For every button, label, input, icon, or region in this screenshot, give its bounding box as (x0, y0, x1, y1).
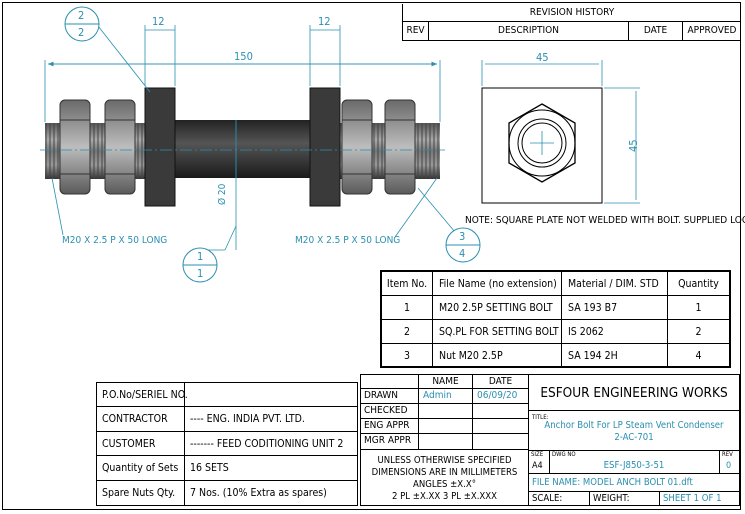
drawn-date: 06/09/20 (473, 389, 528, 404)
nut-left-inner (104, 99, 136, 195)
dim-top-right: 12 (318, 15, 331, 28)
nut-right-outer (384, 99, 416, 195)
bom-header-1: File Name (no extension) (433, 272, 562, 296)
bom-cell: 2 (382, 320, 433, 344)
bom-header-3: Quantity (668, 272, 729, 296)
rev-col: REV (403, 22, 429, 40)
bom-cell: SA 194 2H (562, 344, 668, 368)
info-value: 16 SETS (185, 456, 357, 481)
dim-overall: 150 (234, 50, 253, 63)
plate-end-view (481, 87, 603, 204)
bom-cell: Nut M20 2.5P (433, 344, 562, 368)
scale-label: SCALE: (532, 493, 563, 504)
title-label: TITLE: (532, 414, 549, 421)
plate-width-dim: 45 (536, 51, 549, 64)
balloon-b-top: 1 (197, 250, 204, 263)
name-header: NAME (419, 375, 473, 389)
bom-header-2: Material / DIM. STD (562, 272, 668, 296)
plate-left (144, 87, 176, 207)
date-header: DATE (473, 375, 528, 389)
approved-col: APPROVED (687, 25, 737, 36)
info-label: P.O.No/SERIEL NO. (97, 383, 188, 408)
approval-block: NAME DATE DRAWN Admin 06/09/20 CHECKED E… (360, 374, 529, 506)
info-label: CONTRACTOR (97, 407, 185, 432)
checked-label: CHECKED (361, 404, 419, 419)
revision-title: REVISION HISTORY (403, 4, 741, 22)
balloon-c (445, 227, 481, 263)
description-col: DESCRIPTION (429, 22, 629, 40)
rev-value: 0 (726, 461, 732, 471)
eng-appr-label: ENG APPR (361, 419, 419, 434)
company-name: ESFOUR ENGINEERING WORKS (529, 375, 739, 411)
balloon-a-top: 2 (78, 9, 85, 22)
size-label: SIZE (531, 451, 544, 458)
bom-cell: 3 (382, 344, 433, 368)
tolerance-notes: UNLESS OTHERWISE SPECIFIED DIMENSIONS AR… (371, 455, 518, 502)
nut-left-outer (59, 99, 91, 195)
file-name: FILE NAME: MODEL ANCH BOLT 01.dft (532, 477, 693, 488)
bolt-shaft (175, 120, 310, 178)
revision-history: REVISION HISTORY REV DESCRIPTION DATE AP… (402, 4, 741, 41)
mgr-appr-label: MGR APPR (361, 434, 419, 450)
plate-right (309, 87, 341, 207)
info-label: Spare Nuts Qty. (97, 480, 185, 505)
balloon-a-bottom: 2 (78, 26, 85, 39)
drawing-title-line1: Anchor Bolt For LP Steam Vent Condenser (544, 420, 724, 431)
balloon-a (64, 6, 100, 42)
bom-cell: 1 (382, 296, 433, 320)
bom-cell: 4 (695, 350, 702, 362)
thread-callout-right: M20 X 2.5 P X 50 LONG (295, 235, 401, 246)
info-label: Quantity of Sets (97, 456, 185, 481)
bom-cell: 2 (668, 320, 729, 344)
balloon-b-bottom: 1 (197, 267, 204, 280)
rev-label: REV (722, 451, 733, 458)
balloon-b (182, 247, 218, 283)
info-table: P.O.No/SERIEL NO.CONTRACTOR---- ENG. IND… (96, 382, 358, 506)
plate-note: NOTE: SQUARE PLATE NOT WELDED WITH BOLT.… (465, 215, 745, 226)
plate-height-dim: 45 (627, 139, 640, 152)
info-value: ---- ENG. INDIA PVT. LTD. (185, 407, 357, 432)
weight-label: WEIGHT: (593, 493, 630, 504)
nut-right-inner (341, 99, 373, 195)
drawn-name: Admin (419, 389, 473, 404)
drawn-label: DRAWN (361, 389, 419, 404)
dim-diameter: Ø 20 (217, 183, 228, 205)
bom-table: Item No.File Name (no extension)Material… (380, 270, 731, 368)
dwg-label: DWG NO (552, 451, 576, 458)
dwg-number: ESF-J850-3-51 (603, 460, 665, 471)
info-label: CUSTOMER (97, 431, 185, 457)
bom-cell: IS 2062 (562, 320, 668, 344)
bom-cell: SQ.PL FOR SETTING BOLT (433, 320, 562, 344)
info-value: 7 Nos. (10% Extra as spares) (190, 486, 327, 499)
thread-callout-left: M20 X 2.5 P X 50 LONG (62, 235, 168, 246)
dim-top-left: 12 (152, 15, 165, 28)
bom-cell: M20 2.5P SETTING BOLT (433, 296, 562, 320)
bom-header-0: Item No. (382, 272, 433, 296)
sheet-label: SHEET 1 OF 1 (663, 493, 722, 504)
bom-cell: SA 193 B7 (562, 296, 668, 320)
balloon-c-top: 3 (459, 230, 466, 243)
bom-cell: 1 (668, 296, 729, 320)
drawing-title-line2: 2-AC-701 (614, 432, 654, 443)
date-col: DATE (629, 22, 683, 40)
info-value (185, 383, 357, 408)
balloon-c-bottom: 4 (459, 247, 466, 260)
size-value: A4 (532, 461, 543, 471)
info-value: ------- FEED CODITIONING UNIT 2 (185, 432, 357, 457)
title-block: ESFOUR ENGINEERING WORKS TITLE: Anchor B… (528, 374, 740, 506)
